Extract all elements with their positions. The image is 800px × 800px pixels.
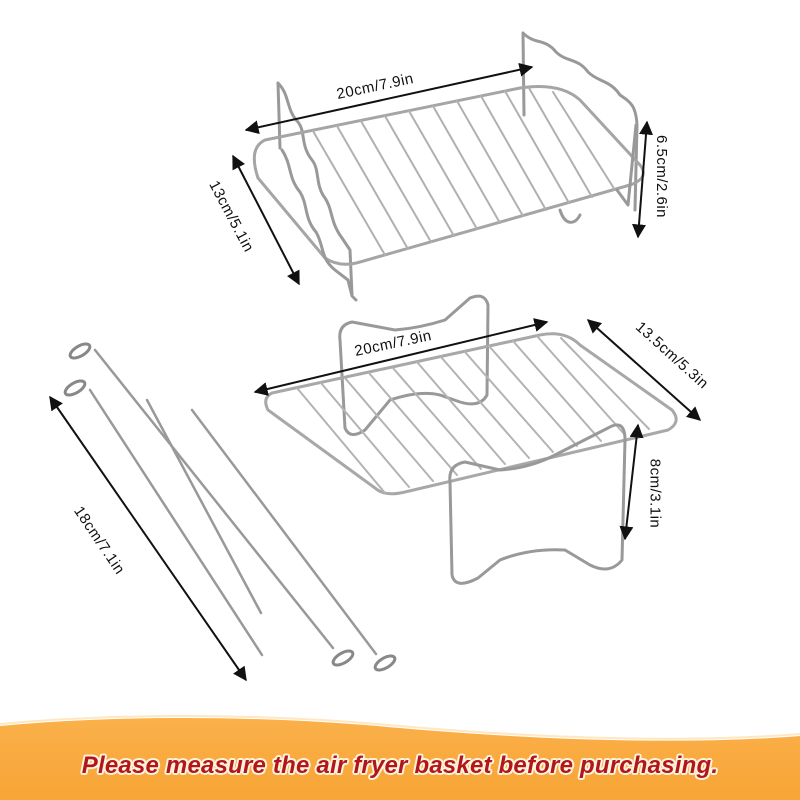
rack1-leg-front-left [280,148,358,302]
banner-edge-highlight [0,714,800,740]
rack2-frame [264,332,678,496]
rack2-height-label: 8cm/3.1in [646,458,664,529]
rack-wavy-legs [252,31,645,302]
rack1-height-label: 6.5cm/2.6in [653,134,671,219]
rack2-width-arrow [586,319,702,421]
rack1-length-arrow [244,62,534,135]
rack1-leg-front-right [615,123,638,207]
orange-banner [0,717,800,800]
skewers [63,342,397,672]
rack2-length-arrow [253,318,549,396]
skewer-needle-1 [145,398,263,615]
rack1-frame [252,85,645,266]
rack2-height-arrow [619,423,644,541]
banner-text: Please measure the air fryer basket befo… [81,752,719,779]
rack1-height-arrow [632,120,653,239]
rack1-width-arrow [232,154,300,286]
skewer-length-arrow [49,395,247,682]
skewer-ring-top-1 [68,342,355,667]
rack1-bars [312,87,616,256]
rack-bone-legs [264,294,678,585]
rack2-leg-front [448,423,627,585]
